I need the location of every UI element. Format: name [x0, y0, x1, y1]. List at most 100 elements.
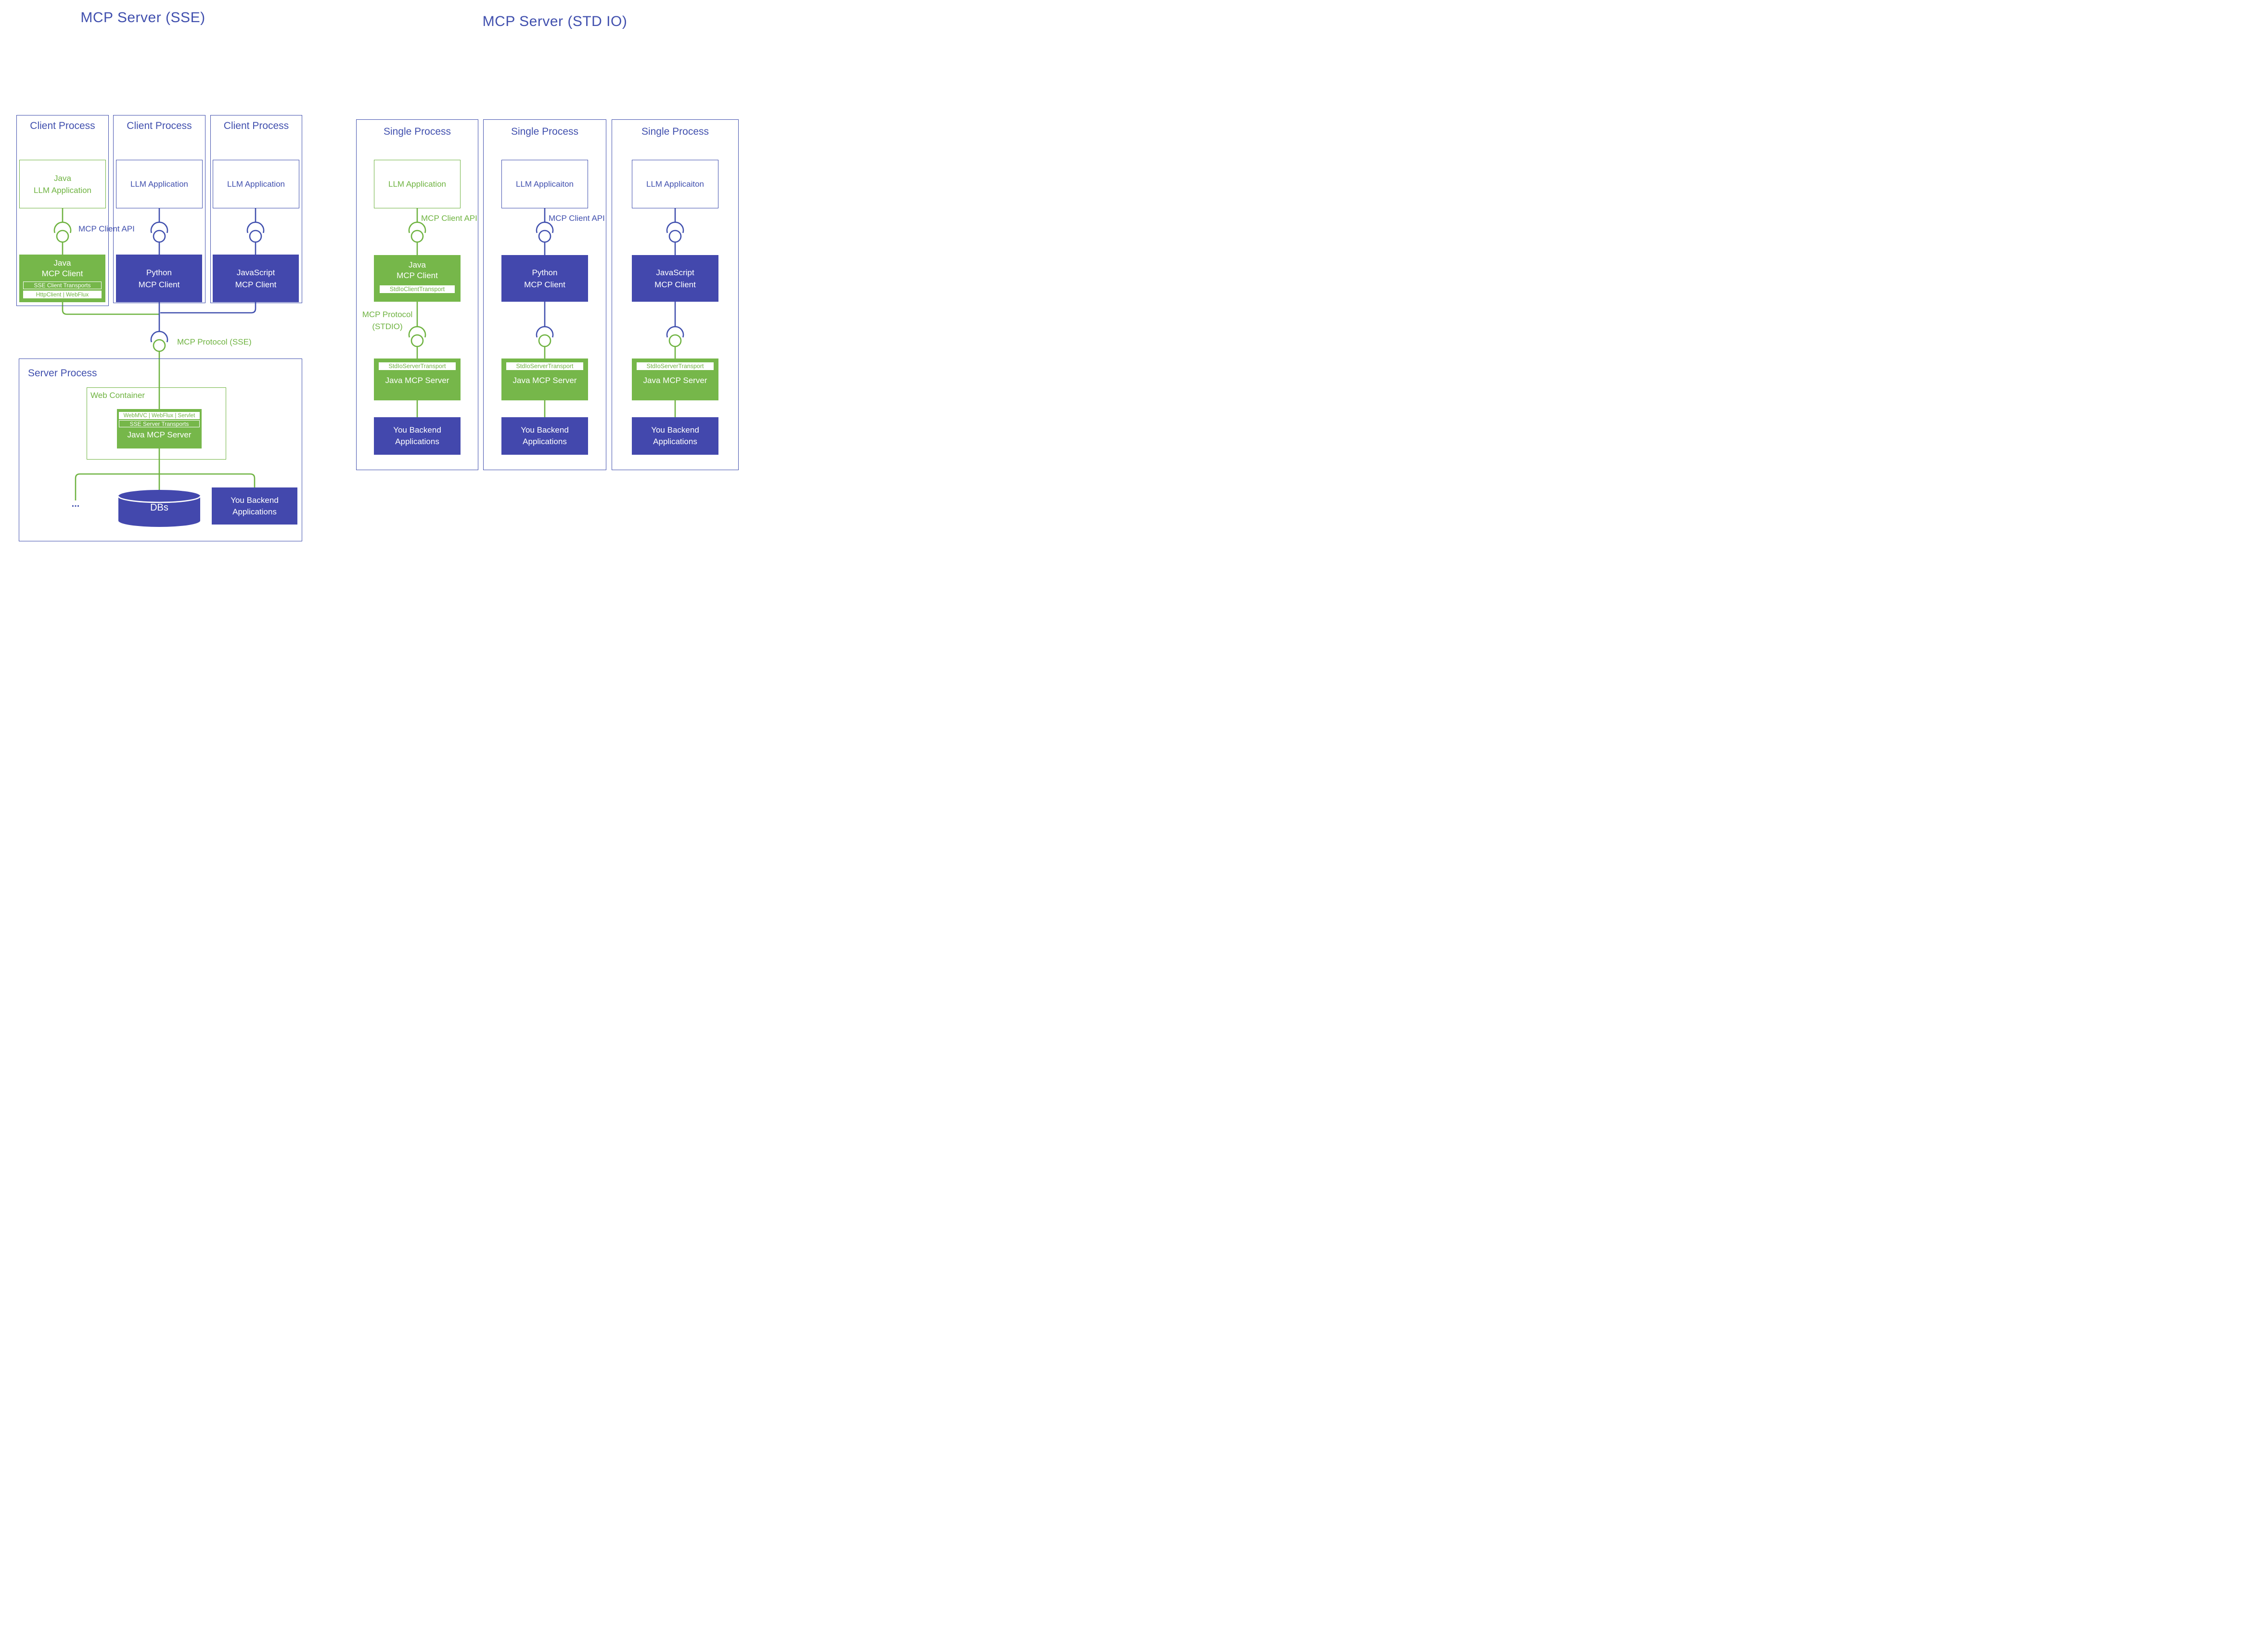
- client-process-panel-javascript: [210, 115, 302, 303]
- single-process-panel-javascript: [612, 119, 739, 470]
- connector-lines-layer: [53, 208, 684, 527]
- java-mcp-server-label: Java MCP Server: [385, 376, 449, 385]
- app-line-2: LLM Application: [33, 185, 92, 195]
- backend-line-2: Applications: [653, 437, 697, 446]
- client-line-2: MCP Client: [138, 280, 180, 289]
- sse-client-transports-strip: SSE Client Transports: [23, 282, 102, 289]
- llm-application-box: LLM Application: [374, 160, 461, 208]
- mcp-architecture-diagram: MCP Server (SSE) Client Process Java LLM…: [0, 0, 747, 551]
- client-line-1: Python: [532, 268, 558, 277]
- stdio-python-upper-connector-icon: [536, 208, 554, 255]
- stdio-java-lower-connector-icon: [408, 302, 426, 417]
- mcp-protocol-sse-connector-icon: [150, 331, 168, 409]
- backend-applications-box: You Backend Applications: [212, 487, 297, 525]
- java-mcp-server-label: Java MCP Server: [643, 376, 707, 385]
- llm-application-box: LLM Applicaiton: [501, 160, 588, 208]
- app-line: LLM Application: [130, 179, 189, 189]
- single-process-panel-python: [483, 119, 606, 470]
- backend-line-1: You Backend: [231, 495, 279, 505]
- panel-title: Client Process: [30, 120, 95, 131]
- server-process-panel: [19, 359, 302, 541]
- app-line: LLM Application: [388, 179, 447, 189]
- mcp-protocol-stdio-label: MCP Protocol (STDIO): [360, 308, 415, 333]
- stdio-python-lower-connector-icon: [536, 302, 554, 417]
- client-line-2: MCP Client: [654, 280, 696, 289]
- ellipsis-label: ...: [71, 499, 80, 509]
- java-mcp-client-box: Java MCP Client SSE Client Transports Ht…: [19, 255, 105, 302]
- app-line: LLM Applicaiton: [515, 179, 574, 189]
- client-line-2: MCP Client: [524, 280, 565, 289]
- java-client-api-connector-icon: [53, 208, 72, 255]
- httpclient-webflux-strip: HttpClient | WebFlux: [23, 291, 102, 298]
- database-cylinder-icon: [117, 490, 201, 527]
- backend-line-1: You Backend: [521, 425, 569, 435]
- java-mcp-server-label: Java MCP Server: [127, 430, 192, 439]
- llm-application-box: LLM Application: [116, 160, 203, 208]
- client-line-2: MCP Client: [397, 271, 438, 280]
- panel-title: Single Process: [641, 126, 709, 137]
- backend-line-2: Applications: [232, 507, 277, 516]
- java-mcp-server-box: StdIoServerTransport Java MCP Server: [501, 359, 588, 400]
- python-client-api-connector-icon: [150, 208, 168, 255]
- javascript-mcp-client-box: JavaScript MCP Client: [213, 255, 299, 302]
- java-mcp-server-box: WebMVC | WebFlux | Servlet SSE Server Tr…: [117, 409, 202, 448]
- client-process-panel-python: [113, 115, 205, 303]
- protocol-line-1: MCP Protocol: [362, 310, 413, 319]
- panel-title: Client Process: [223, 120, 289, 131]
- client-line-2: MCP Client: [41, 269, 83, 278]
- stdio-java-upper-connector-icon: [408, 208, 426, 255]
- dbs-label: DBs: [150, 502, 168, 513]
- python-mcp-client-box: Python MCP Client: [501, 255, 588, 302]
- protocol-line-2: (STDIO): [372, 322, 403, 331]
- backend-line-1: You Backend: [393, 425, 441, 435]
- stdio-javascript-upper-connector-icon: [666, 208, 684, 255]
- mcp-client-api-label: MCP Client API: [78, 224, 135, 233]
- stdio-server-transport-strip: StdIoServerTransport: [379, 362, 456, 370]
- client-line-2: MCP Client: [235, 280, 277, 289]
- stdio-diagram-title: MCP Server (STD IO): [482, 13, 628, 29]
- javascript-client-api-connector-icon: [246, 208, 265, 255]
- java-mcp-server-box: StdIoServerTransport Java MCP Server: [374, 359, 461, 400]
- java-mcp-server-box: StdIoServerTransport Java MCP Server: [632, 359, 718, 400]
- app-line: LLM Application: [227, 179, 285, 189]
- server-process-title: Server Process: [28, 368, 97, 379]
- mcp-client-api-label: MCP Client API: [549, 214, 605, 223]
- backend-line-2: Applications: [523, 437, 567, 446]
- client-line-1: Python: [146, 268, 172, 277]
- sse-diagram-title: MCP Server (SSE): [80, 10, 205, 26]
- webmvc-webflux-servlet-strip: WebMVC | WebFlux | Servlet: [119, 412, 200, 419]
- web-container-label: Web Container: [90, 391, 145, 400]
- web-container-box: [87, 387, 226, 460]
- panel-title: Client Process: [127, 120, 192, 131]
- panel-title: Single Process: [383, 126, 451, 137]
- python-mcp-client-box: Python MCP Client: [116, 255, 202, 302]
- stdio-server-transport-strip: StdIoServerTransport: [506, 362, 583, 370]
- java-mcp-client-box: Java MCP Client StdIoClientTransport: [374, 255, 461, 302]
- javascript-mcp-client-box: JavaScript MCP Client: [632, 255, 718, 302]
- java-mcp-server-label: Java MCP Server: [512, 376, 577, 385]
- client-line-1: Java: [53, 258, 71, 268]
- backend-applications-box: You Backend Applications: [501, 417, 588, 455]
- client-line-1: Java: [409, 260, 426, 269]
- stdio-client-transport-strip: StdIoClientTransport: [380, 285, 455, 293]
- java-llm-application-box: Java LLM Application: [19, 160, 106, 208]
- client-line-1: JavaScript: [656, 268, 694, 277]
- backend-applications-box: You Backend Applications: [374, 417, 461, 455]
- server-branch-lines: [75, 448, 256, 500]
- client-line-1: JavaScript: [236, 268, 275, 277]
- stdio-javascript-lower-connector-icon: [666, 302, 684, 417]
- backend-line-2: Applications: [395, 437, 439, 446]
- backend-line-1: You Backend: [651, 425, 699, 435]
- mcp-protocol-sse-label: MCP Protocol (SSE): [177, 337, 252, 346]
- client-process-panel-java: [16, 115, 109, 306]
- mcp-client-api-label: MCP Client API: [421, 214, 477, 223]
- sse-server-transports-strip: SSE Server Transports: [119, 420, 200, 427]
- llm-application-box: LLM Applicaiton: [632, 160, 718, 208]
- panel-title: Single Process: [511, 126, 579, 137]
- app-line: LLM Applicaiton: [646, 179, 705, 189]
- app-line-1: Java: [54, 173, 71, 183]
- llm-application-box: LLM Application: [213, 160, 299, 208]
- single-process-panel-java: [356, 119, 478, 470]
- backend-applications-box: You Backend Applications: [632, 417, 718, 455]
- stdio-server-transport-strip: StdIoServerTransport: [637, 362, 714, 370]
